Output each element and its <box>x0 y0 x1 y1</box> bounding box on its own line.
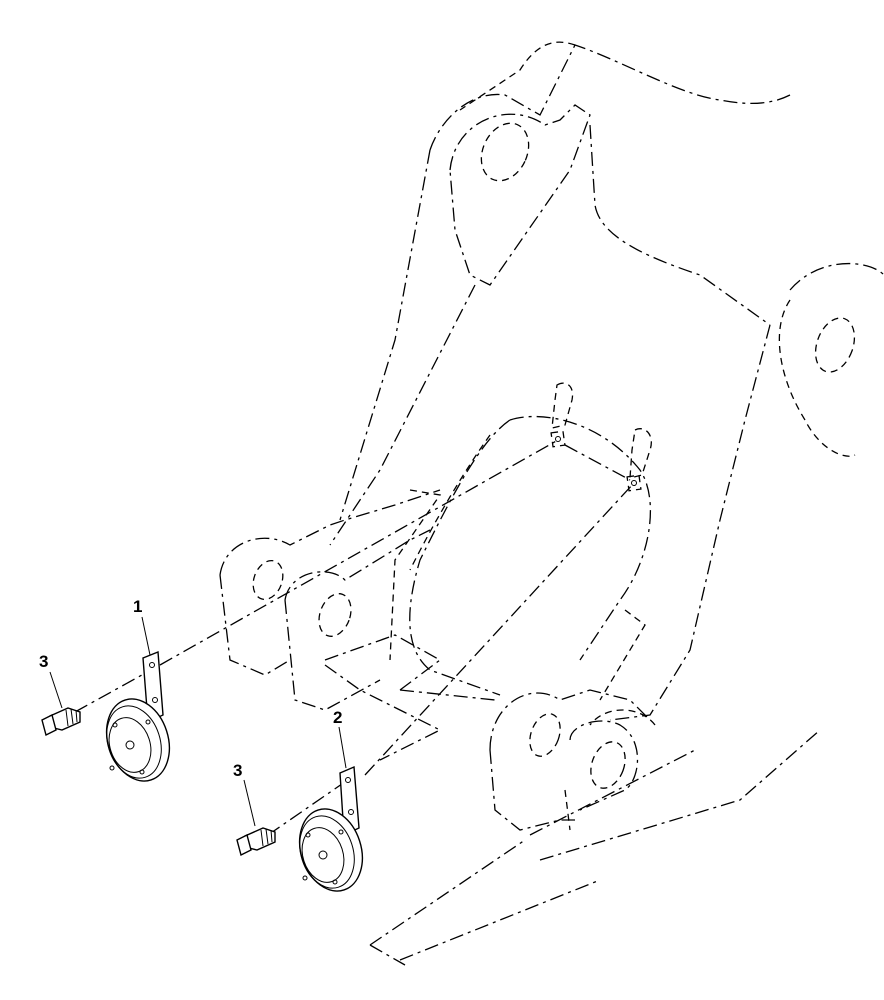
leader-lines <box>49 616 347 827</box>
horn-1 <box>105 650 171 782</box>
callout-horn-1: 1 <box>133 597 142 616</box>
bolt-a <box>41 707 81 737</box>
bolt-b <box>236 827 276 857</box>
loader-frame-outline <box>219 41 884 966</box>
callout-bolt-b: 3 <box>233 761 242 780</box>
callout-bolt-a: 3 <box>39 652 48 671</box>
callout-horn-2: 2 <box>333 708 342 727</box>
horn-2 <box>298 765 364 892</box>
